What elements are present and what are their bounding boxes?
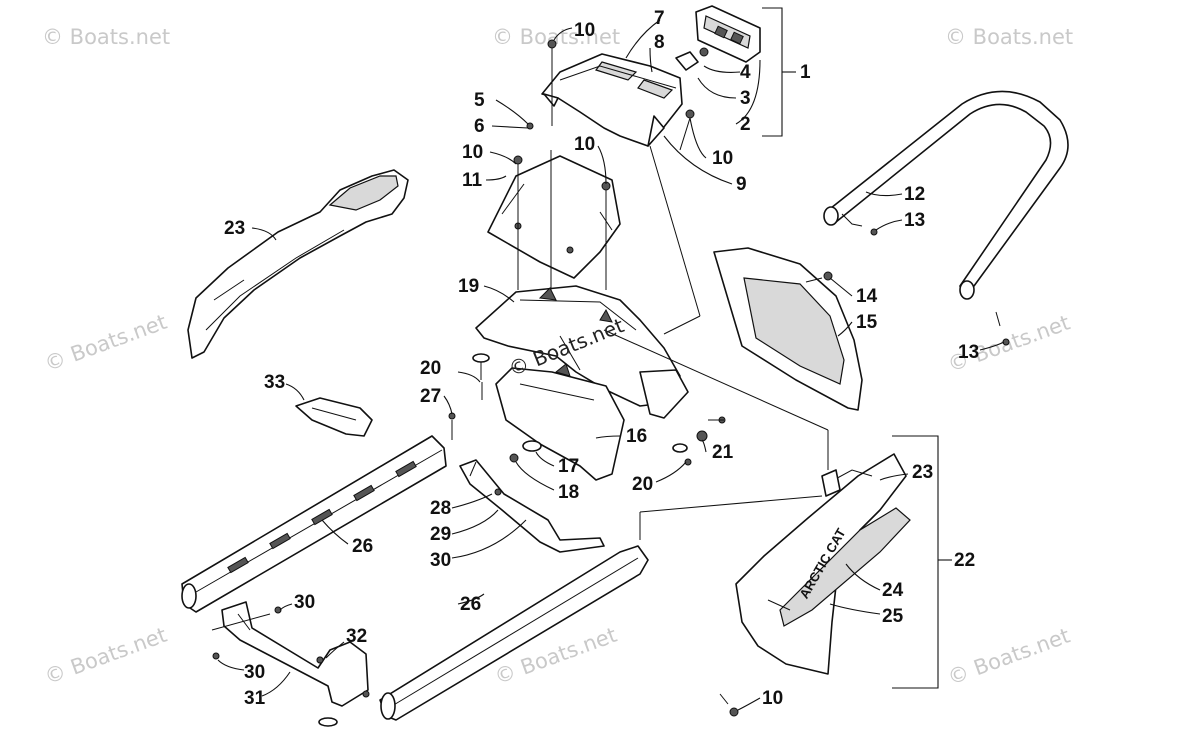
part-26-left-rail	[181, 435, 447, 613]
callout-24: 24	[882, 580, 904, 601]
callout-7: 7	[654, 8, 665, 29]
callout-14: 14	[856, 286, 878, 307]
callout-2: 2	[740, 114, 751, 135]
callout-26: 26	[460, 594, 481, 615]
screw-10-mid	[513, 155, 523, 176]
callout-16: 16	[626, 426, 647, 447]
part-11-panel	[487, 155, 621, 279]
callout-11: 11	[462, 170, 483, 191]
screw-30-a	[274, 606, 282, 614]
pin-13-b	[995, 311, 1010, 346]
screw-misc	[708, 416, 726, 424]
washer-20-a	[472, 353, 490, 380]
callout-labels: 10 7 8 4 3 2 1 5 6 10 11 10 10 9 23 12 1…	[224, 8, 979, 709]
callout-8: 8	[654, 32, 665, 53]
bracket-group-22	[892, 435, 952, 689]
pin-13-a	[841, 213, 878, 236]
callout-13: 13	[958, 342, 979, 363]
screw-10-right	[685, 109, 695, 119]
callout-15: 15	[856, 312, 878, 333]
part-28-bracket	[459, 459, 605, 553]
callout-1: 1	[800, 62, 811, 83]
callout-19: 19	[458, 276, 479, 297]
screw-10-top	[547, 39, 557, 60]
part-15-side-panel	[713, 247, 863, 411]
rivet-6	[526, 122, 534, 130]
part-2-taillight	[695, 5, 761, 63]
bracket-group-1	[762, 7, 796, 137]
callout-12: 12	[904, 184, 925, 205]
nut-17	[509, 440, 542, 463]
callout-25: 25	[882, 606, 904, 627]
callout-20: 20	[420, 358, 441, 379]
callout-20: 20	[632, 474, 653, 495]
callout-26: 26	[352, 536, 373, 557]
assembly-lines	[211, 60, 829, 631]
callout-32: 32	[346, 626, 367, 647]
callout-13: 13	[904, 210, 925, 231]
watermark: © Boats.net	[41, 310, 170, 376]
callout-30: 30	[294, 592, 315, 613]
hardware	[212, 39, 1010, 727]
callout-5: 5	[474, 90, 485, 111]
part-16-flap	[495, 367, 625, 481]
part-23-left-fairing	[187, 169, 409, 359]
callout-4: 4	[740, 62, 751, 83]
callout-6: 6	[474, 116, 485, 137]
part-4-bulb-socket	[675, 47, 709, 71]
screw-30-b	[212, 652, 220, 660]
part-7-rear-housing	[541, 53, 683, 147]
callout-29: 29	[430, 524, 451, 545]
watermark: © Boats.net	[945, 25, 1073, 49]
part-12-grab-bar	[823, 90, 1069, 300]
callout-10: 10	[762, 688, 783, 709]
callout-10: 10	[462, 142, 483, 163]
callout-21: 21	[712, 442, 734, 463]
callout-22: 22	[954, 550, 975, 571]
callout-33: 33	[264, 372, 285, 393]
leader-lines	[217, 19, 1005, 711]
callout-23: 23	[912, 462, 933, 483]
watermark: © Boats.net	[41, 623, 170, 689]
nut-21	[696, 430, 708, 442]
callout-30: 30	[244, 662, 265, 683]
callout-23: 23	[224, 218, 245, 239]
part-26-right-rail	[379, 545, 649, 721]
part-22-side-panel-assembly: ARCTIC CAT	[735, 453, 911, 675]
callout-10: 10	[574, 134, 595, 155]
callout-3: 3	[740, 88, 751, 109]
callout-31: 31	[244, 688, 266, 709]
callout-28: 28	[430, 498, 451, 519]
callout-27: 27	[420, 386, 441, 407]
callout-18: 18	[558, 482, 579, 503]
callout-30: 30	[430, 550, 451, 571]
watermark: © Boats.net	[42, 25, 170, 49]
washer-32	[316, 656, 338, 727]
part-33-pad	[295, 397, 373, 437]
watermark: © Boats.net	[945, 623, 1074, 689]
screw-10-bottom	[719, 693, 739, 717]
callout-10: 10	[712, 148, 733, 169]
callout-17: 17	[558, 456, 579, 477]
callout-9: 9	[736, 174, 747, 195]
callout-10: 10	[574, 20, 595, 41]
washer-20-b	[672, 443, 692, 466]
part-19-tunnel-housing	[475, 285, 689, 419]
